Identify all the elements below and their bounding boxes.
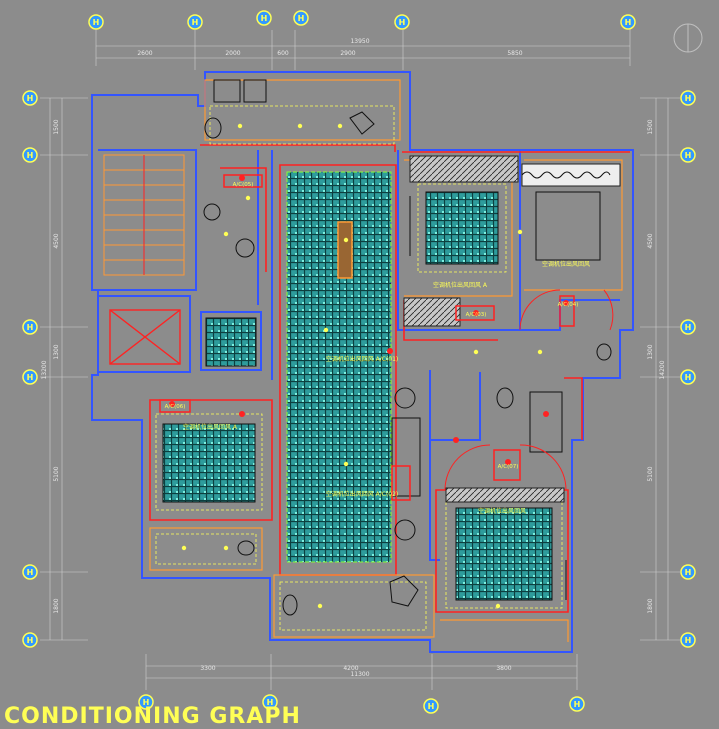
dim-right-total: 14200 [659,360,666,379]
axis-bubble: H [22,564,38,580]
staircase [103,154,185,276]
axis-bubble: H [187,14,203,30]
axis-bubble-label: H [143,698,150,707]
axis-bubble-label: H [27,323,34,332]
dimension-lines [40,24,680,690]
dim-bottom-0: 3300 [200,665,215,672]
ac-label-bedroom-se: A/C(07) [498,464,519,470]
axis-bubble: H [22,319,38,335]
dim-left-0: 1500 [53,119,60,134]
axis-bubble: H [256,10,272,26]
axis-bubble: H [680,632,696,648]
dim-top-3: 2900 [340,50,355,57]
axis-bubble-label: H [27,151,34,160]
axis-bubble: H [423,698,439,714]
dim-top-2: 600 [277,50,289,57]
room-label-dining: 空调机位出风回风 A/C(02) [326,490,399,498]
room-label-bedroom-sw: 空调机位出风回风 A [183,423,238,431]
ac-label-kitchen: A/C(05) [233,182,254,188]
axis-bubble-label: H [428,702,435,711]
drawing-title: CONDITIONING GRAPH [4,704,301,729]
axis-bubble-label: H [27,636,34,645]
dim-left-2: 1300 [53,344,60,359]
dim-right-1: 4500 [647,233,654,248]
axis-bubble: H [138,694,154,710]
axis-bubble: H [680,90,696,106]
dim-left-4: 1800 [53,598,60,613]
dim-top-total: 13950 [350,38,369,45]
axis-bubble-label: H [267,698,274,707]
room-label-living: 空调机位出风回风 A/C(01) [326,355,399,363]
axis-bubble: H [680,369,696,385]
dim-right-4: 1800 [647,598,654,613]
axis-bubble: H [569,696,585,712]
axis-bubble-label: H [298,14,305,23]
ac-label-bedroom-sw: A/C(06) [165,404,186,410]
dim-left-3: 5100 [53,466,60,481]
axis-bubble-label: H [574,700,581,709]
elevator-shaft [109,309,181,365]
dim-left-1: 4500 [53,233,60,248]
axis-bubble: H [680,564,696,580]
axis-bubble-label: H [192,18,199,27]
axis-bubble: H [620,14,636,30]
axis-bubble-label: H [27,568,34,577]
axis-bubble: H [680,147,696,163]
axis-bubble: H [88,14,104,30]
axis-bubble-label: H [685,636,692,645]
axis-bubble: H [22,147,38,163]
axis-bubbles: H H H H H H H H H H H H H H H H H H H H H H [22,10,696,714]
axis-bubble: H [22,369,38,385]
north-arrow-icon [673,23,703,53]
axis-bubble: H [394,14,410,30]
axis-bubble-label: H [27,94,34,103]
axis-bubble-label: H [93,18,100,27]
axis-bubble-label: H [685,568,692,577]
axis-bubble-label: H [27,373,34,382]
axis-bubble-label: H [261,14,268,23]
axis-bubble-label: H [685,323,692,332]
dim-top-0: 2600 [137,50,152,57]
axis-bubble-label: H [685,373,692,382]
axis-bubble-label: H [399,18,406,27]
room-label-bedroom-se: 空调机位出风回风 [478,507,526,515]
dim-bottom-2: 3800 [496,665,511,672]
dim-bottom-total: 11300 [350,671,369,678]
axis-bubble: H [262,694,278,710]
room-label-bath-ne: 空调机位出风回风 [542,260,590,268]
axis-bubble-label: H [625,18,632,27]
dim-top-4: 5850 [507,50,522,57]
axis-bubble: H [293,10,309,26]
axis-bubble: H [680,319,696,335]
dim-left-total: 13200 [41,360,48,379]
room-label-bedroom-ne: 空调机位出风回风 A [433,281,488,289]
axis-bubble: H [22,90,38,106]
axis-bubble-label: H [685,151,692,160]
dim-right-3: 5100 [647,466,654,481]
dim-top-1: 2000 [225,50,240,57]
dim-bottom-1: 4200 [343,665,358,672]
ac-label-bedroom-ne: A/C(03) [466,312,487,318]
axis-bubble: H [22,632,38,648]
dim-right-0: 1500 [647,119,654,134]
ac-label-bath-ne: A/C(04) [558,302,579,308]
dim-right-2: 1300 [647,344,654,359]
axis-bubble-label: H [685,94,692,103]
